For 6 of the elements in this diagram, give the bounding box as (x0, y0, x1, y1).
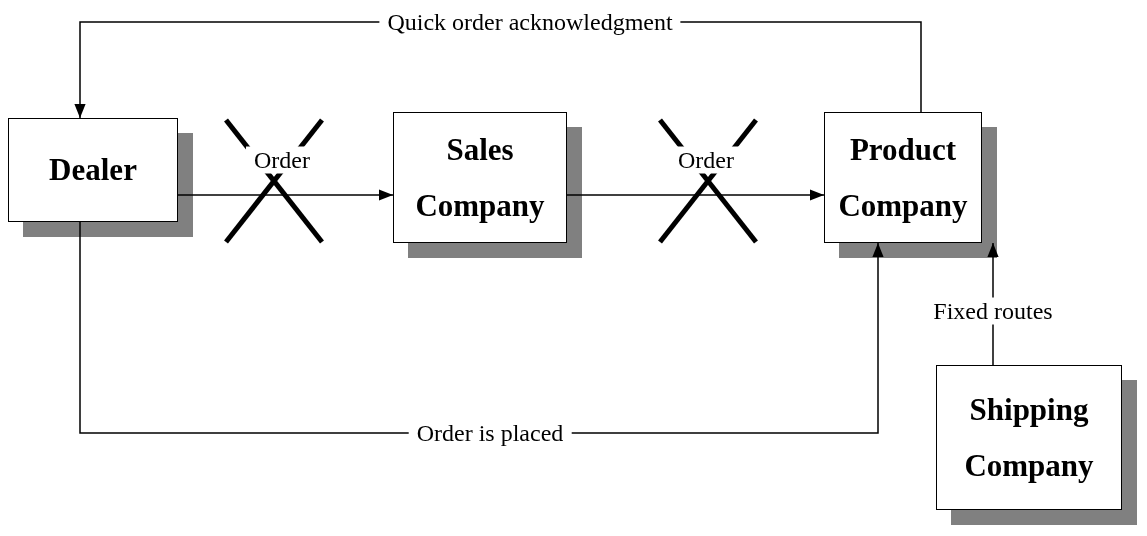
node-label: Sales Company (414, 130, 546, 225)
node-label: Shipping Company (963, 390, 1095, 485)
arrow (177, 189, 394, 201)
arrow (566, 189, 825, 201)
node-label: Product Company (837, 130, 969, 225)
node-label: Dealer (49, 151, 137, 190)
